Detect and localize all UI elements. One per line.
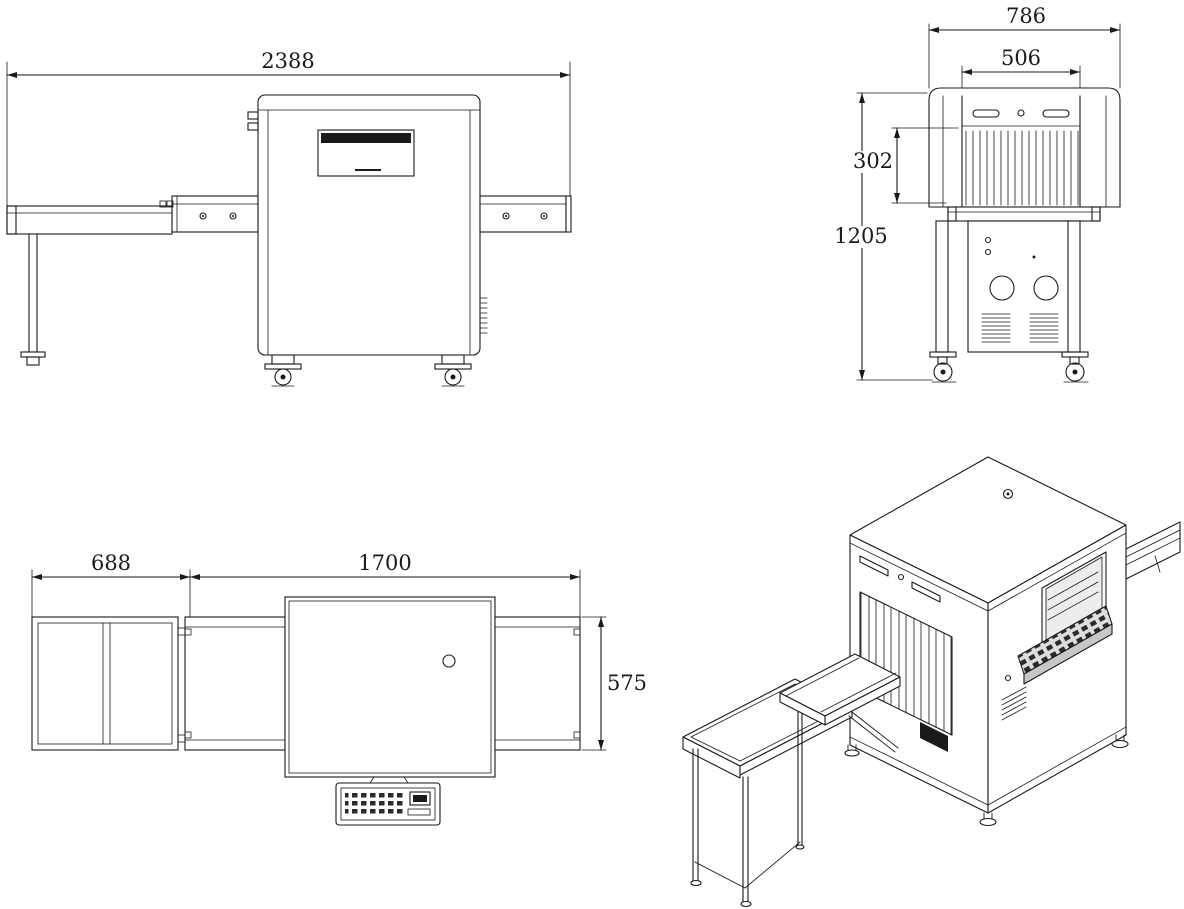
dim-body-length: 1700: [189, 551, 581, 580]
handle-slot: [972, 109, 1000, 118]
plan-view: 688 1700: [31, 551, 647, 826]
dim-tunnel-height: 302: [853, 127, 959, 204]
left-conveyor-plan: [184, 616, 286, 751]
right-face-details-iso: [1001, 551, 1113, 721]
lower-cabinet-end: [967, 220, 1073, 353]
lead-curtain: [860, 591, 952, 736]
dim-tunnel-width: 506: [961, 46, 1081, 97]
lead-curtain: [965, 130, 1079, 206]
hinge-tab: [247, 111, 259, 120]
legs-end: [935, 220, 1081, 353]
conveyor-deck-end: [947, 206, 1101, 222]
dimension-label: 786: [1006, 4, 1046, 28]
outfeed-conveyor-iso: [1125, 521, 1181, 580]
caster-front-left: [264, 354, 302, 387]
table-leg: [742, 776, 749, 903]
power-box: [920, 722, 948, 752]
leg-brace: [694, 841, 801, 889]
dim-overall-height: 1205: [834, 92, 933, 381]
handle-slot: [1042, 109, 1070, 118]
table-leg: [692, 748, 699, 882]
fan-opening: [989, 275, 1015, 301]
control-keyboard-plan: [335, 776, 441, 826]
top-lock-hole: [1002, 488, 1014, 500]
fan-opening: [1033, 275, 1059, 301]
cabinet-plan: [284, 596, 496, 778]
dim-overall-length: 2388: [6, 49, 571, 207]
front-view: 2388: [6, 49, 572, 387]
right-conveyor-front: [479, 195, 572, 233]
display-panel: [317, 129, 415, 177]
screw-hole: [1004, 674, 1012, 682]
dimension-label: 1205: [834, 224, 887, 248]
key-grid: [345, 792, 403, 816]
dimension-label: 575: [607, 671, 647, 695]
dimension-label: 302: [853, 149, 893, 173]
hinge-tab: [247, 122, 259, 131]
dim-overall-width: 786: [928, 4, 1121, 89]
scanner-cabinet-front: [247, 94, 488, 356]
infeed-table-front: [6, 200, 174, 366]
vent-grille: [1029, 313, 1059, 343]
keyboard-display: [409, 791, 431, 806]
scanner-canopy-end: [928, 87, 1121, 208]
lock-hole: [1017, 109, 1025, 117]
infeed-table-plan: [31, 616, 186, 751]
key-grid: [1018, 606, 1112, 674]
left-conveyor-front: [171, 195, 259, 233]
lock-hole: [897, 573, 905, 581]
dimension-label: 688: [91, 551, 131, 575]
right-conveyor-plan: [494, 616, 581, 751]
dimension-label: 506: [1001, 46, 1041, 70]
table-foot: [740, 900, 752, 908]
table-foot: [795, 844, 805, 850]
caster-end-left: [929, 351, 957, 383]
side-vent: [479, 297, 488, 334]
leveling-feet-iso: [844, 734, 1129, 827]
support-arm: [848, 711, 899, 753]
vent-grille: [1001, 686, 1027, 721]
vent-grille: [981, 313, 1011, 343]
caster-end-right: [1061, 351, 1089, 383]
dimension-label: 1700: [358, 551, 411, 575]
dimension-label: 2388: [261, 49, 314, 73]
caster-front-right: [434, 354, 472, 387]
dim-conveyor-width: 575: [581, 616, 647, 751]
lock-hole: [442, 654, 456, 668]
handle-slot: [911, 581, 941, 603]
table-foot: [690, 879, 702, 887]
table-leg: [797, 711, 803, 846]
infeed-belt-iso: [779, 653, 901, 726]
handle-slot: [859, 555, 889, 577]
isometric-view: [682, 456, 1181, 908]
end-view: 786 506 1205 302: [834, 4, 1121, 383]
